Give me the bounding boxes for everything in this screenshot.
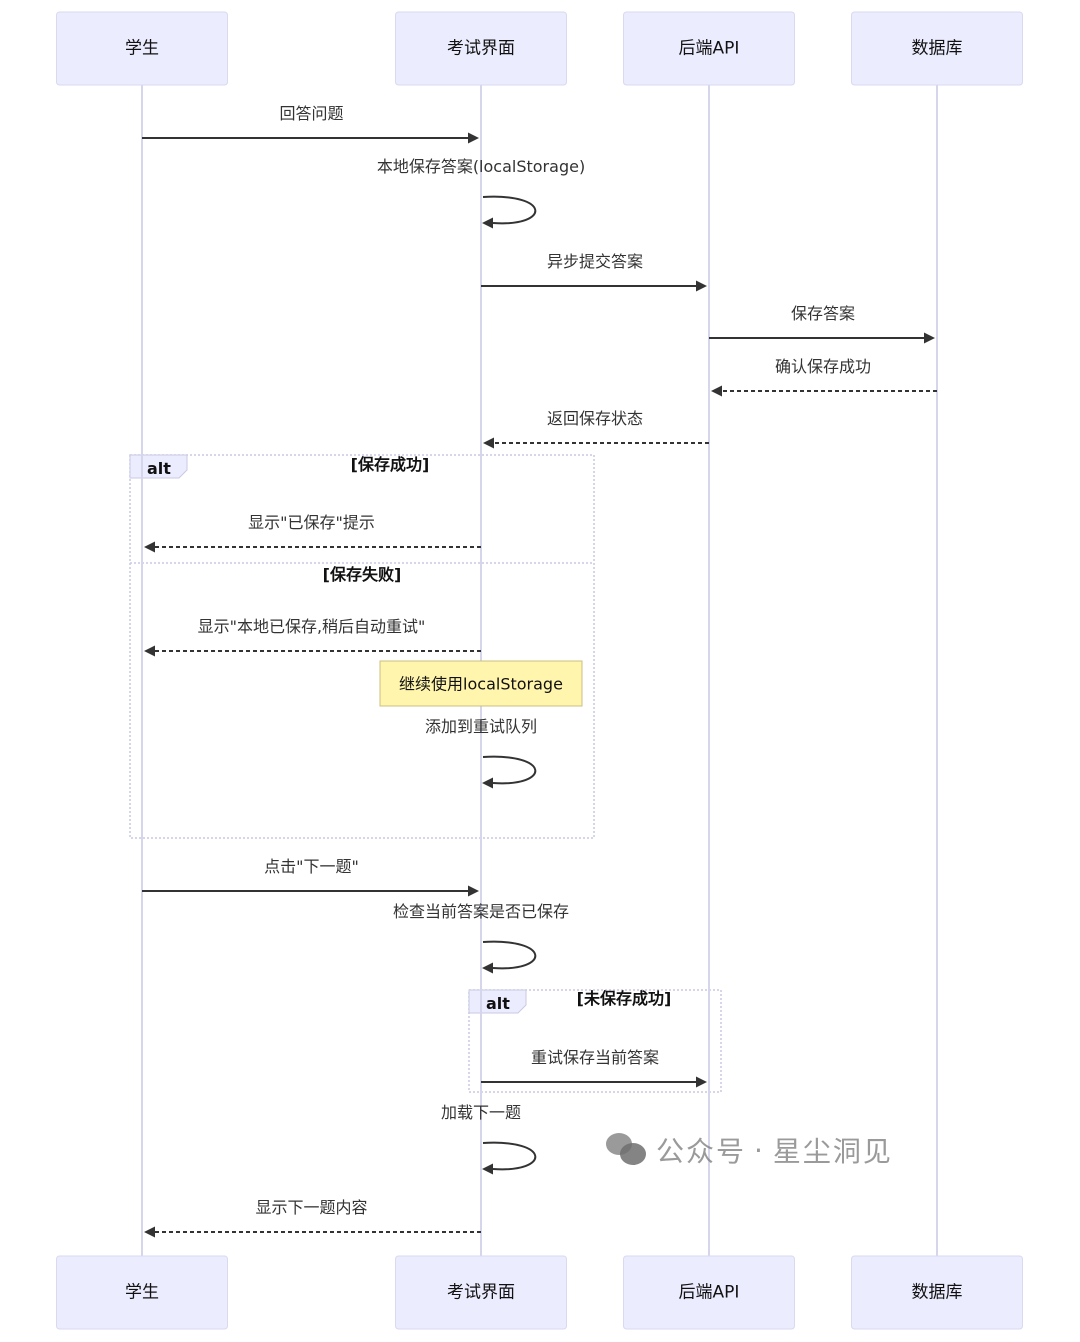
message-label: 显示下一题内容: [255, 1198, 367, 1217]
arrow-head-icon: [696, 280, 707, 292]
alt-keyword: alt: [486, 994, 510, 1013]
message-label: 显示"已保存"提示: [248, 513, 375, 532]
message-label: 重试保存当前答案: [531, 1048, 659, 1067]
arrow-head-icon: [468, 132, 479, 144]
alt-condition: [保存成功]: [351, 455, 430, 474]
actor-box-backend-bottom: [623, 1255, 795, 1330]
message-label: 返回保存状态: [547, 409, 643, 428]
self-message-label: 本地保存答案(localStorage): [377, 157, 585, 176]
arrow-head-icon: [144, 1226, 155, 1238]
alt-condition: [保存失败]: [323, 565, 402, 584]
self-message-label: 加载下一题: [441, 1103, 521, 1122]
actor-label-backend-top: 后端API: [679, 39, 740, 59]
actor-label-backend-bottom: 后端API: [679, 1283, 740, 1303]
alt-keyword: alt: [147, 459, 171, 478]
actor-box-db-bottom: [851, 1255, 1023, 1330]
arrow-head-icon: [144, 541, 155, 553]
message-label: 点击"下一题": [264, 857, 359, 876]
self-message-loop: [482, 195, 537, 225]
message-label: 保存答案: [791, 304, 855, 323]
message-label: 确认保存成功: [775, 357, 871, 376]
self-message-loop: [482, 940, 537, 970]
actor-label-exam_ui-bottom: 考试界面: [447, 1283, 515, 1303]
arrow-head-icon: [482, 1163, 493, 1175]
actor-box-student-bottom: [56, 1255, 228, 1330]
actor-box-backend-top: [623, 11, 795, 86]
arrow-head-icon: [482, 777, 493, 789]
actor-label-db-top: 数据库: [912, 39, 963, 59]
arrow-head-icon: [482, 962, 493, 974]
message-label: 显示"本地已保存,稍后自动重试": [198, 617, 426, 636]
message-label: 回答问题: [279, 104, 343, 123]
alt-frame-tab: [468, 989, 527, 1014]
alt-frame: [468, 989, 722, 1093]
note-text: 继续使用localStorage: [399, 675, 563, 694]
self-message-label: 检查当前答案是否已保存: [393, 902, 569, 921]
actor-label-db-bottom: 数据库: [912, 1283, 963, 1303]
arrow-head-icon: [482, 217, 493, 229]
alt-frame-tab: [129, 454, 188, 479]
arrow-head-icon: [711, 385, 722, 397]
actor-label-exam_ui-top: 考试界面: [447, 39, 515, 59]
arrow-head-icon: [924, 332, 935, 344]
alt-condition: [未保存成功]: [577, 989, 672, 1008]
actor-box-student-top: [56, 11, 228, 86]
self-message-label: 添加到重试队列: [425, 717, 537, 736]
actor-label-student-top: 学生: [125, 39, 159, 59]
message-label: 异步提交答案: [547, 252, 643, 271]
actor-label-student-bottom: 学生: [125, 1283, 159, 1303]
note-box: [379, 660, 583, 707]
arrow-head-icon: [483, 437, 494, 449]
alt-frame: [129, 454, 595, 839]
actor-box-exam_ui-top: [395, 11, 567, 86]
arrow-head-icon: [144, 645, 155, 657]
self-message-loop: [482, 1141, 537, 1171]
self-message-loop: [482, 755, 537, 785]
arrow-head-icon: [696, 1076, 707, 1088]
actor-box-exam_ui-bottom: [395, 1255, 567, 1330]
actor-box-db-top: [851, 11, 1023, 86]
arrow-head-icon: [468, 885, 479, 897]
